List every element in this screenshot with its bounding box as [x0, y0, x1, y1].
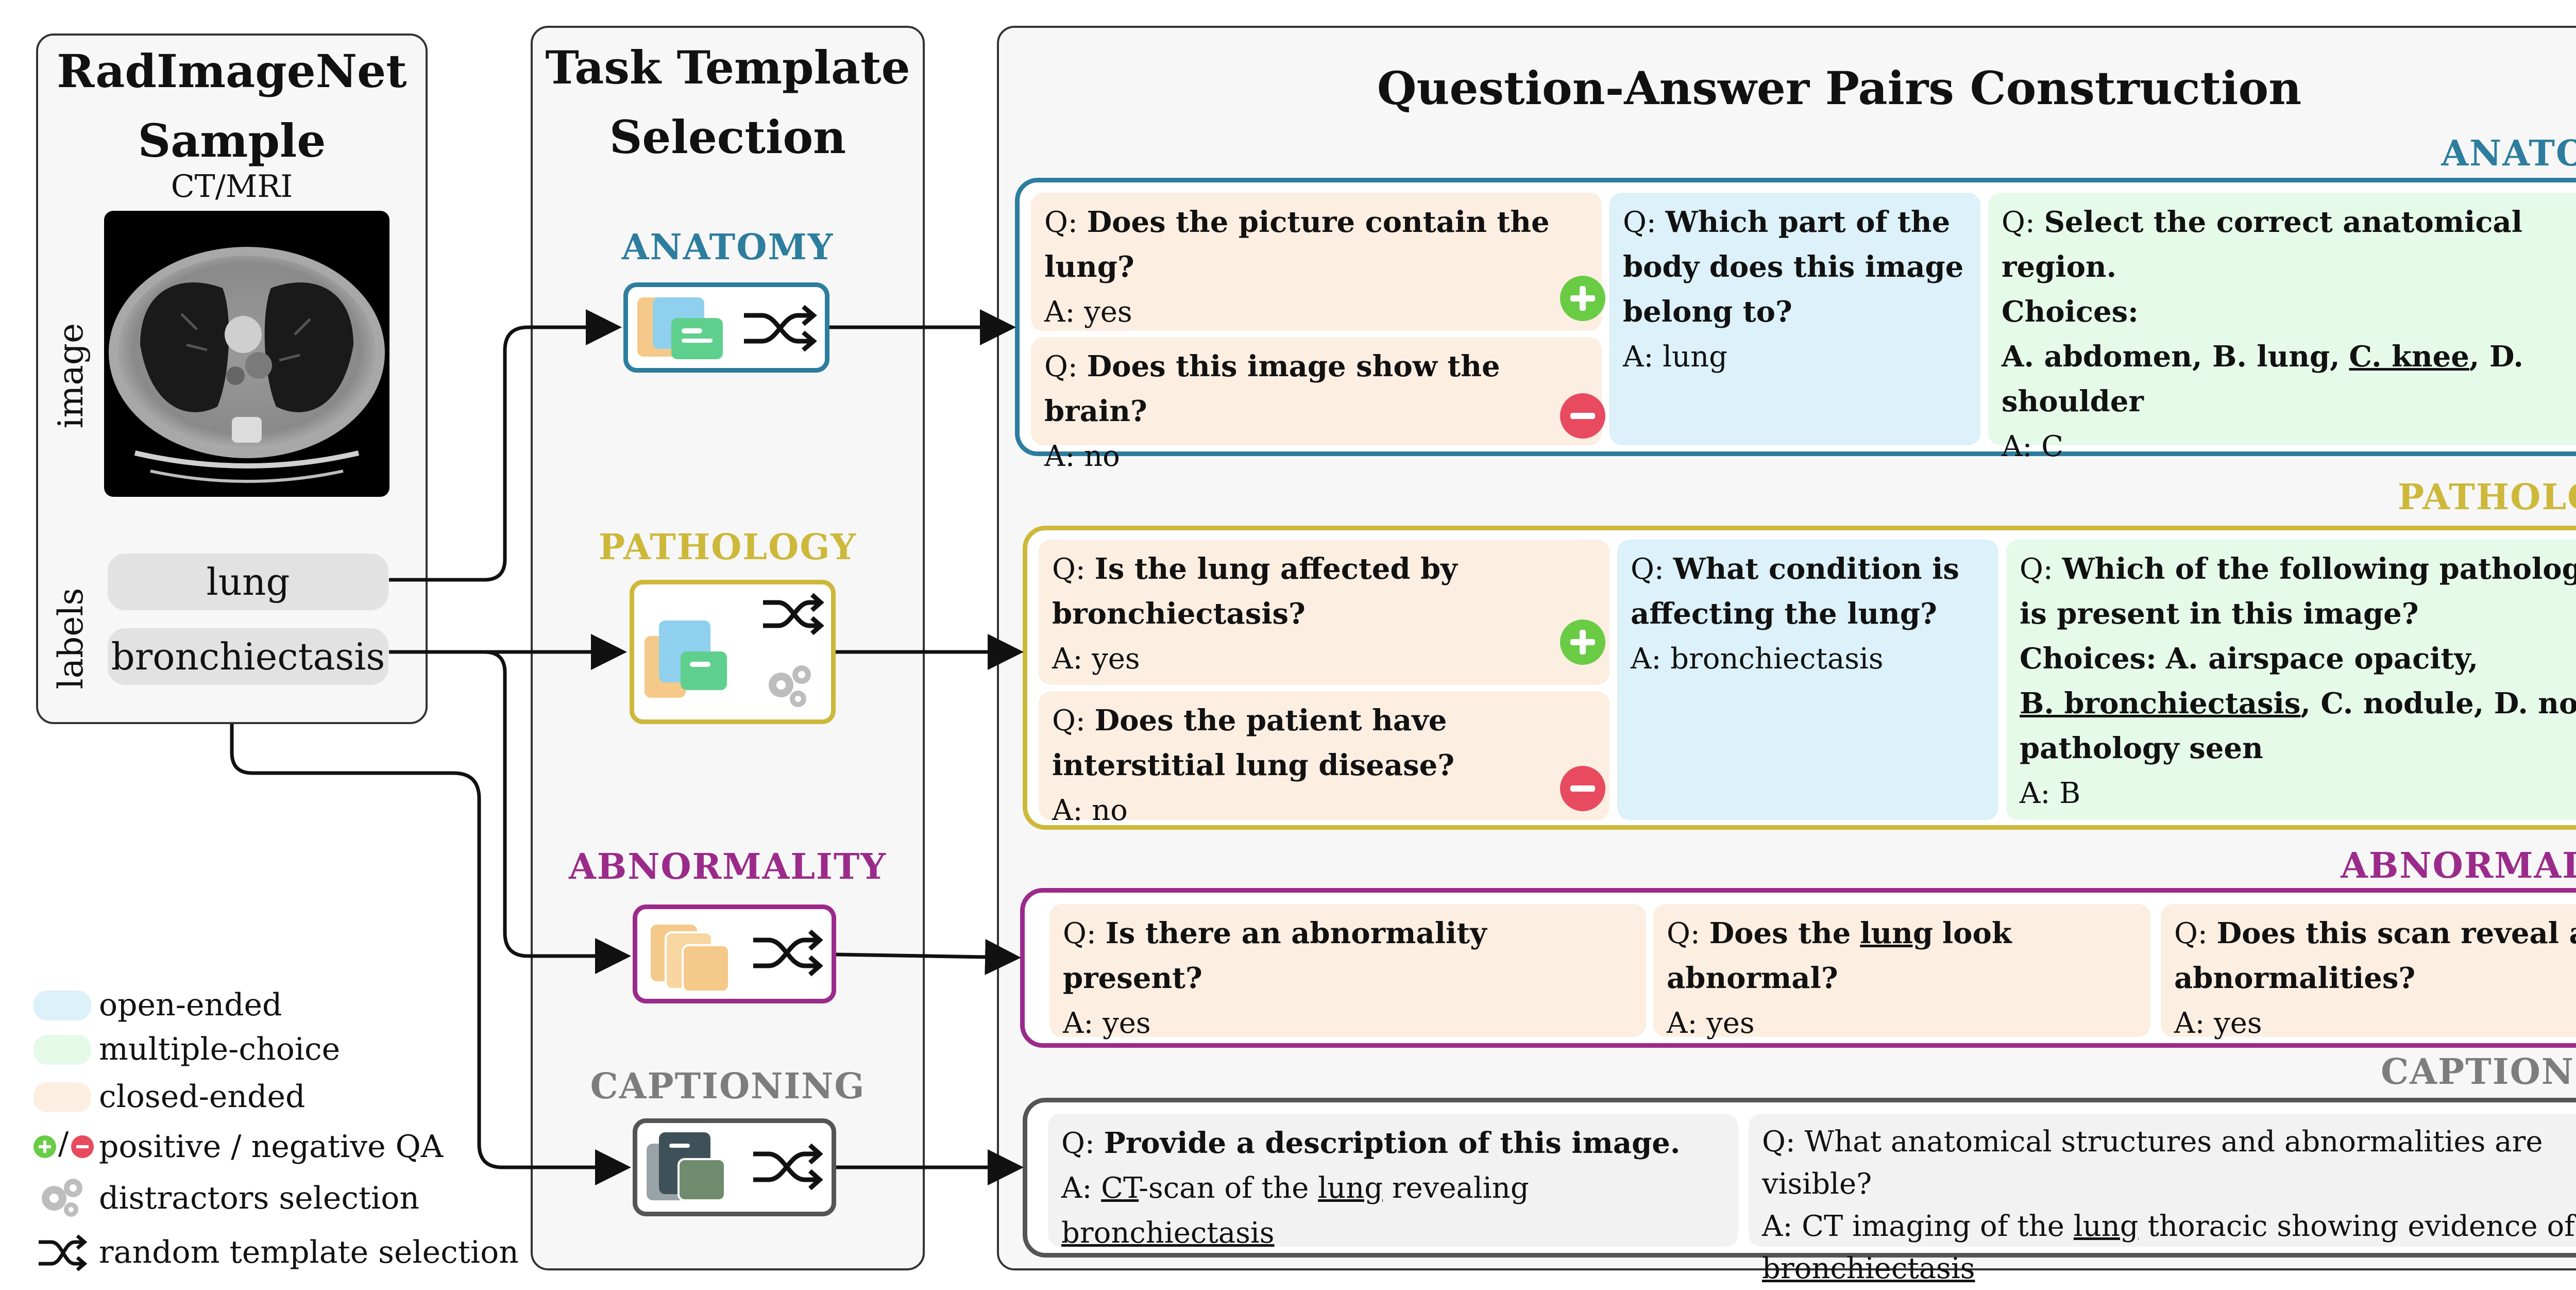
captioning-card-1: Q: Provide a description of this image. … — [1048, 1114, 1738, 1250]
question-text: Does this scan reveal any abnormalities? — [2174, 916, 2576, 995]
qa-label-pathology: PATHOLOGY — [2398, 477, 2576, 518]
qa-label-abnormality: ABNORMALITY — [2341, 845, 2576, 886]
answer-text: A: lung — [1623, 340, 1727, 374]
qa-group-anatomy: Q: Does the picture contain the lung? A:… — [1015, 178, 2576, 473]
legend-pos-neg: positive / negative QA — [99, 1129, 444, 1165]
template-label-anatomy: ANATOMY — [621, 227, 834, 268]
abnormality-card-2: Q: Does the lung look abnormal? A: yes — [1653, 904, 2150, 1040]
question-text: Which part of the body does this image b… — [1623, 205, 1964, 329]
template-tile-pathology[interactable] — [630, 580, 836, 724]
anatomy-open-card: Q: Which part of the body does this imag… — [1609, 193, 1980, 445]
template-tile-captioning[interactable] — [633, 1118, 836, 1216]
sample-title: RadImageNet Sample — [57, 44, 407, 167]
ct-scan-image — [104, 211, 389, 497]
qa-label-anatomy: ANATOMY — [2441, 133, 2576, 174]
plus-icon — [1560, 276, 1605, 321]
qa-group-captioning: Q: Provide a description of this image. … — [1023, 1098, 2576, 1285]
question-text: Does this image show the brain? — [1044, 349, 1500, 428]
template-label-pathology: PATHOLOGY — [599, 527, 857, 568]
pathology-closed-positive-card: Q: Is the lung affected by bronchiectasi… — [1039, 540, 1609, 685]
shuffle-icon — [36, 1233, 88, 1274]
legend-swatch-open — [33, 991, 91, 1020]
shuffle-icon — [753, 1143, 823, 1191]
legend-closed: closed-ended — [99, 1079, 306, 1115]
anatomy-closed-negative-card: Q: Does this image show the brain? A: no — [1031, 337, 1602, 473]
qa-label-captioning: CAPTIONING — [2381, 1051, 2576, 1093]
pathology-closed-negative-card: Q: Does the patient have interstitial lu… — [1039, 691, 1609, 827]
abnormality-card-1: Q: Is there an abnormality present? A: y… — [1049, 904, 1646, 1040]
template-label-abnormality: ABNORMALITY — [569, 846, 887, 887]
question-text: Does the picture contain the lung? — [1044, 205, 1550, 284]
legend-mc: multiple-choice — [99, 1031, 341, 1067]
answer-text: A: yes — [1063, 1007, 1151, 1040]
gear-icon — [769, 665, 811, 707]
correct-choice: B. bronchiectasis — [2020, 686, 2301, 721]
minus-icon — [1560, 766, 1605, 811]
legend-distractors: distractors selection — [99, 1180, 420, 1216]
pathology-open-card: Q: What condition is affecting the lung?… — [1617, 540, 1998, 820]
label-pill-bronchiectasis: bronchiectasis — [108, 628, 388, 685]
legend-swatch-mc — [33, 1035, 91, 1065]
correct-choice: C. knee — [2349, 340, 2469, 374]
minus-icon — [1560, 393, 1605, 439]
answer-text: A: bronchiectasis — [1631, 642, 1884, 676]
answer-text: A: C — [2002, 430, 2063, 463]
abnormality-card-3: Q: Does this scan reveal any abnormaliti… — [2161, 904, 2576, 1040]
shuffle-icon — [753, 929, 823, 977]
captioning-card-2: Q: What anatomical structures and abnorm… — [1749, 1114, 2576, 1285]
sample-panel: RadImageNet Sample CT/MRI image labels l… — [36, 33, 428, 724]
answer-text: A: no — [1052, 794, 1128, 827]
gear-icon — [36, 1172, 88, 1219]
pathology-mc-card: Q: Which of the following pathologies is… — [2006, 540, 2576, 820]
answer-text: A: B — [2020, 777, 2081, 810]
question-text: Q: What anatomical structures and abnorm… — [1762, 1125, 2543, 1201]
answer-text: A: yes — [2174, 1007, 2262, 1040]
answer-text: A: yes — [1667, 1007, 1755, 1040]
shuffle-icon — [763, 593, 824, 635]
template-tile-abnormality[interactable] — [633, 904, 836, 1003]
shuffle-icon — [744, 305, 817, 352]
answer-text: A: yes — [1052, 642, 1140, 676]
answer-text: A: no — [1044, 440, 1120, 473]
template-label-captioning: CAPTIONING — [590, 1066, 866, 1107]
question-text: Provide a description of this image. — [1104, 1126, 1681, 1160]
question-text: Does the patient have interstitial lung … — [1052, 703, 1455, 782]
anatomy-mc-card: Q: Select the correct anatomical region.… — [1988, 193, 2576, 463]
question-text: Select the correct anatomical region. — [2002, 205, 2522, 284]
question-text: What condition is affecting the lung? — [1631, 552, 1959, 631]
plus-icon — [1560, 619, 1605, 665]
legend-random: random template selection — [99, 1234, 519, 1270]
question-text: Is the lung affected by bronchiectasis? — [1052, 552, 1458, 631]
modality-label: CT/MRI — [171, 169, 293, 205]
question-text: Is there an abnormality present? — [1063, 916, 1487, 995]
legend-pos-neg-icons: / — [32, 1126, 96, 1166]
legend-open: open-ended — [99, 987, 282, 1023]
label-pill-lung: lung — [108, 554, 388, 610]
answer-text: A: yes — [1044, 295, 1132, 329]
question-text: Which of the following pathologies is pr… — [2020, 552, 2576, 631]
qa-title: Question-Answer Pairs Construction — [1377, 61, 2302, 115]
template-title: Task Template Selection — [545, 41, 910, 164]
qa-group-abnormality: Q: Is there an abnormality present? A: y… — [1020, 888, 2576, 1048]
qa-group-pathology: Q: Is the lung affected by bronchiectasi… — [1023, 526, 2576, 830]
template-tile-anatomy[interactable] — [623, 282, 829, 373]
anatomy-closed-positive-card: Q: Does the picture contain the lung? A:… — [1031, 193, 1602, 331]
legend-swatch-closed — [33, 1082, 91, 1112]
